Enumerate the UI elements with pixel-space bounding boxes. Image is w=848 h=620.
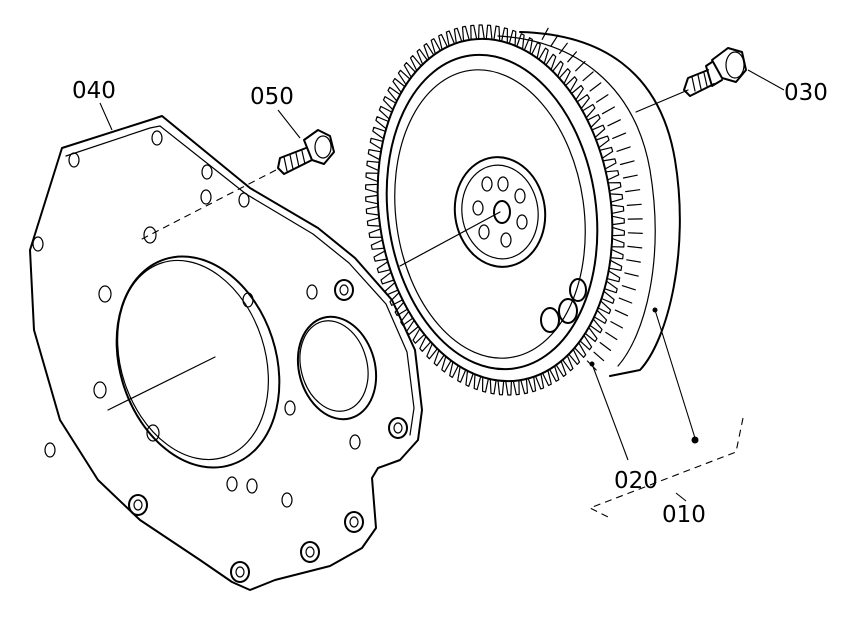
plate-hole bbox=[200, 189, 212, 205]
flywheel bbox=[365, 24, 689, 396]
flywheel-hub-inner bbox=[461, 164, 539, 260]
plate-hole bbox=[246, 478, 258, 494]
hub-hole bbox=[481, 176, 493, 192]
flywheel-rim bbox=[519, 31, 681, 377]
plate-hole bbox=[146, 424, 160, 442]
leader-010 bbox=[654, 309, 696, 439]
plate-hole bbox=[201, 164, 213, 180]
plate-inner-edge bbox=[65, 125, 415, 436]
plate-hole bbox=[68, 152, 80, 168]
plate-boss bbox=[128, 494, 148, 516]
plate-boss bbox=[344, 511, 364, 533]
hub-hole bbox=[478, 224, 490, 240]
part-labels: 040 050 030 020 010 bbox=[72, 78, 828, 528]
small-bolt-axis bbox=[139, 169, 277, 241]
hub-hole bbox=[500, 232, 512, 248]
plate-boss bbox=[230, 561, 250, 583]
assembly-bracket bbox=[588, 417, 744, 519]
plate-boss-hole bbox=[339, 284, 349, 296]
plate-hole bbox=[349, 434, 361, 450]
plate-boss bbox=[388, 417, 408, 439]
leader-020-dot bbox=[589, 361, 595, 367]
ring-gear-flanks bbox=[541, 27, 643, 371]
small-bolt-thread bbox=[283, 150, 306, 172]
flywheel-bolt-axis bbox=[635, 89, 689, 113]
balance-hole bbox=[540, 307, 560, 333]
leader-040 bbox=[99, 102, 113, 131]
plate-hole bbox=[281, 492, 293, 508]
leader-030 bbox=[747, 69, 785, 91]
plate-hole bbox=[143, 226, 157, 244]
flywheel-face-step bbox=[394, 69, 586, 359]
plate-boss-hole bbox=[235, 566, 245, 578]
label-010: 010 bbox=[662, 502, 706, 528]
leader-010-tick bbox=[675, 492, 687, 502]
plate-hole bbox=[44, 442, 56, 458]
label-050: 050 bbox=[250, 84, 294, 110]
leader-050 bbox=[277, 109, 301, 139]
hub-hole bbox=[497, 176, 509, 192]
plate-boss-hole bbox=[349, 516, 359, 528]
small-bolt-shank bbox=[277, 147, 313, 175]
plate-hole bbox=[226, 476, 238, 492]
plate-boss-hole bbox=[305, 546, 315, 558]
plate-hole bbox=[238, 192, 250, 208]
hub-hole bbox=[516, 214, 528, 230]
small-bolt-head-face bbox=[314, 135, 332, 159]
label-020: 020 bbox=[614, 468, 658, 494]
plate-hole bbox=[151, 130, 163, 146]
small-bolt-head bbox=[303, 129, 335, 165]
flywheel-bolt-collar bbox=[705, 61, 723, 87]
plate-outline bbox=[29, 115, 423, 591]
flywheel-face bbox=[385, 53, 599, 371]
plate-hole bbox=[93, 381, 107, 399]
plate-large-bore-lip bbox=[117, 259, 269, 461]
plate-small-bore-lip bbox=[299, 320, 369, 412]
flywheel-bolt-thread bbox=[691, 72, 708, 92]
plate-large-bore bbox=[115, 255, 281, 469]
plate-hole bbox=[306, 284, 318, 300]
plate-center-line bbox=[107, 356, 216, 411]
balance-hole bbox=[558, 298, 578, 324]
flywheel-balance-holes bbox=[540, 278, 587, 333]
leader-010-dot bbox=[691, 436, 699, 444]
plate-holes bbox=[32, 130, 361, 508]
label-040: 040 bbox=[72, 78, 116, 104]
flywheel-hub-outer bbox=[453, 156, 547, 268]
label-030: 030 bbox=[784, 80, 828, 106]
plate-hole bbox=[32, 236, 44, 252]
plate-hole bbox=[284, 400, 296, 416]
flywheel-bolt-head bbox=[711, 47, 747, 83]
flywheel-rim-inner bbox=[497, 35, 656, 367]
plate-hole bbox=[98, 285, 112, 303]
flywheel-pilot-bore bbox=[493, 200, 511, 224]
flywheel-bolt-shank bbox=[683, 69, 715, 97]
plate-boss bbox=[334, 279, 354, 301]
plate-boss bbox=[300, 541, 320, 563]
hub-hole bbox=[514, 188, 526, 204]
plate-hole bbox=[242, 292, 254, 308]
plate-bosses bbox=[128, 279, 408, 583]
flywheel-hub-holes bbox=[472, 176, 528, 248]
hub-hole bbox=[472, 200, 484, 216]
small-bolt bbox=[277, 129, 335, 175]
leader-020 bbox=[591, 363, 629, 461]
plate-small-bore bbox=[296, 315, 378, 421]
plate-boss-hole bbox=[393, 422, 403, 434]
leader-lines bbox=[99, 69, 785, 519]
ring-gear-teeth bbox=[365, 24, 643, 396]
balance-hole bbox=[569, 278, 587, 302]
back-plate bbox=[29, 115, 423, 591]
flywheel-bolt-head-face bbox=[725, 51, 745, 79]
flywheel-center-line bbox=[399, 211, 501, 267]
flywheel-bolt bbox=[683, 47, 747, 97]
plate-boss-hole bbox=[133, 499, 143, 511]
ring-gear-root bbox=[376, 37, 614, 383]
leader-010-dot-top bbox=[652, 307, 658, 313]
